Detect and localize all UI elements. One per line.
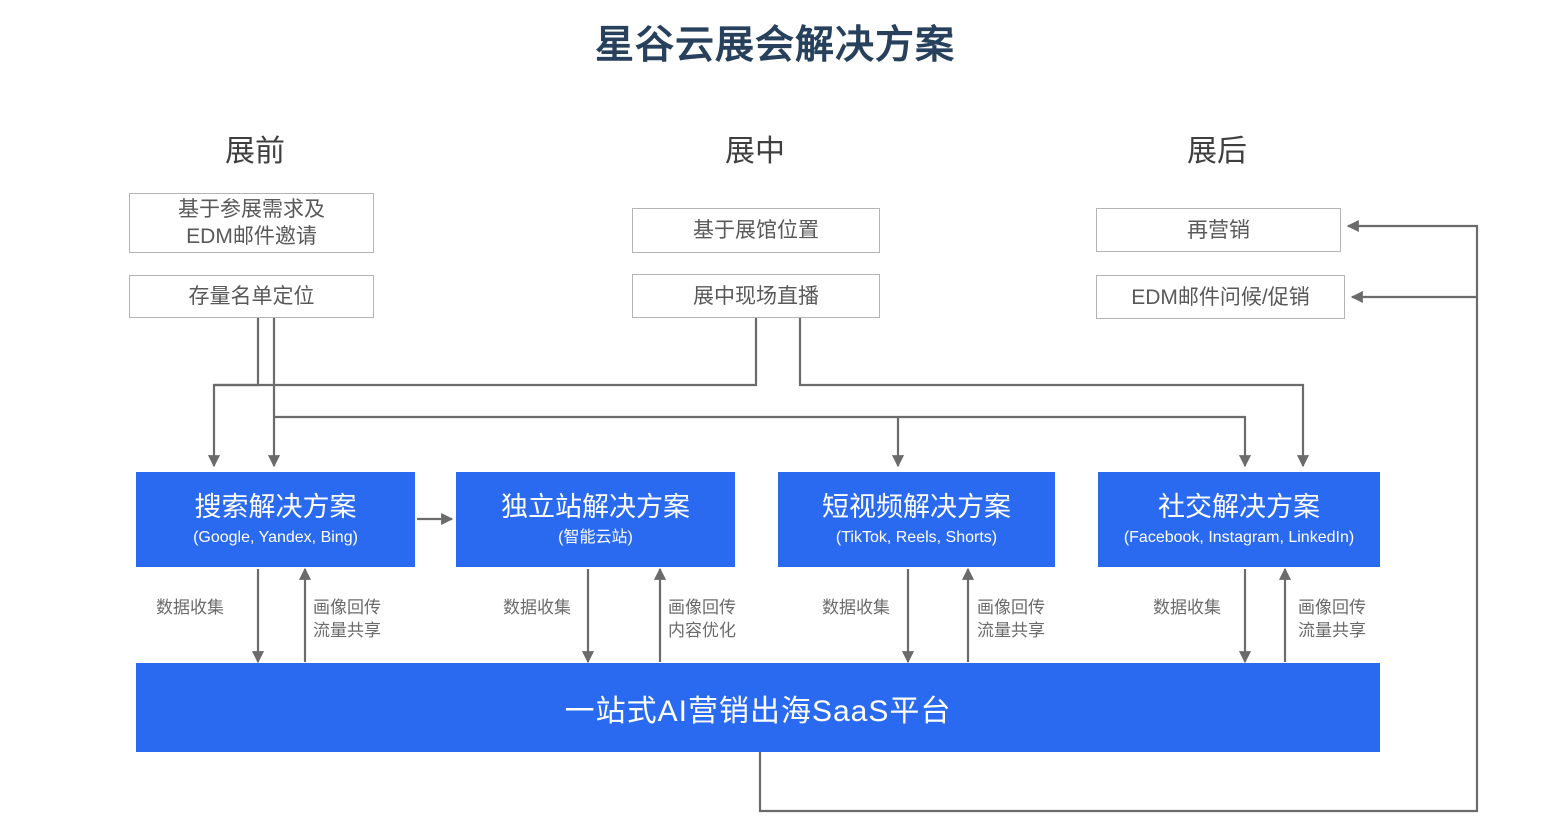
flow-caption-8: 画像回传 流量共享 [1298,598,1366,640]
flow-caption-2: 画像回传 流量共享 [313,598,381,640]
flow-caption-1: 数据收集 [156,598,224,617]
stage-box-pre-1[interactable]: 基于参展需求及 EDM邮件邀请 [129,193,374,253]
solution-subtitle-video: (TikTok, Reels, Shorts) [835,529,998,546]
solution-title-site: 独立站解决方案 [501,492,690,522]
flow-caption-7: 数据收集 [1153,598,1221,617]
flow-caption-6: 画像回传 流量共享 [977,598,1045,640]
phase-heading-during: 展中 [725,135,785,168]
solution-subtitle-search: (Google, Yandex, Bing) [193,529,358,546]
flow-caption-4: 画像回传 内容优化 [668,598,736,640]
solution-subtitle-site: (智能云站) [558,529,633,546]
stage-box-during-2[interactable]: 展中现场直播 [632,274,880,318]
phase-heading-pre: 展前 [225,135,285,168]
solution-box-video[interactable]: 短视频解决方案 (TikTok, Reels, Shorts) [778,472,1055,567]
solution-title-social: 社交解决方案 [1158,492,1320,522]
flow-caption-3: 数据收集 [503,598,571,617]
stage-box-post-1[interactable]: 再营销 [1096,208,1341,252]
stage-box-pre-2[interactable]: 存量名单定位 [129,275,374,318]
stage-box-post-2[interactable]: EDM邮件问候/促销 [1096,275,1345,319]
solution-box-search[interactable]: 搜索解决方案 (Google, Yandex, Bing) [136,472,415,567]
platform-label: 一站式AI营销出海SaaS平台 [564,694,952,728]
page-title: 星谷云展会解决方案 [594,24,955,67]
solution-title-video: 短视频解决方案 [822,492,1011,522]
stage-box-during-1[interactable]: 基于展馆位置 [632,208,880,253]
solution-box-site[interactable]: 独立站解决方案 (智能云站) [456,472,735,567]
solution-subtitle-social: (Facebook, Instagram, LinkedIn) [1123,529,1355,546]
solution-box-social[interactable]: 社交解决方案 (Facebook, Instagram, LinkedIn) [1098,472,1380,567]
platform-bar[interactable]: 一站式AI营销出海SaaS平台 [136,663,1380,752]
phase-heading-post: 展后 [1187,135,1247,168]
flow-caption-5: 数据收集 [822,598,890,617]
solution-title-search: 搜索解决方案 [194,492,357,522]
